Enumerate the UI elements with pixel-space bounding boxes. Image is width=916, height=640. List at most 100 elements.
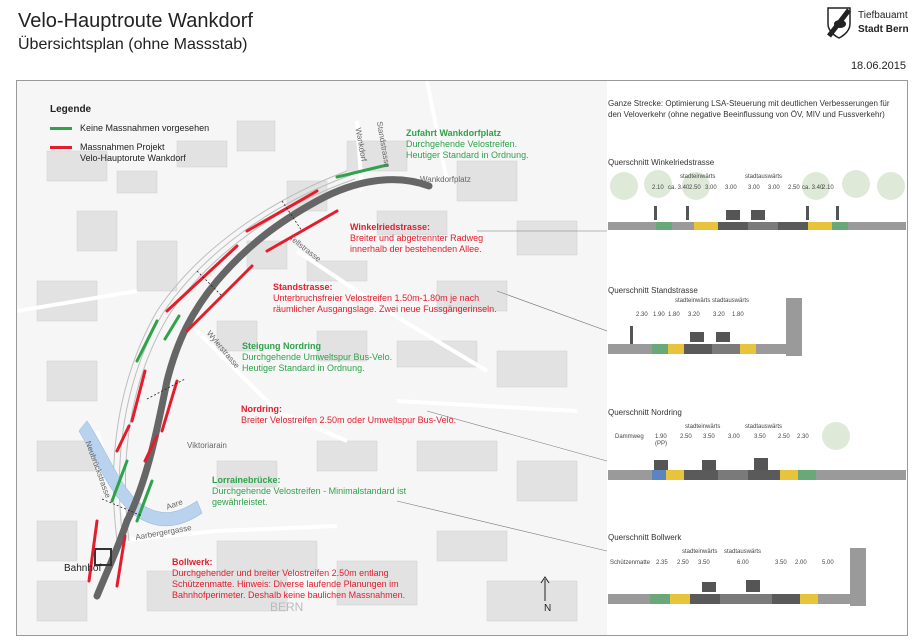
note-line: den Veloverkehr (ohne negative Beeinflus… [608, 110, 885, 119]
segment-zufahrt-wankdorfplatz: Zufahrt Wankdorfplatz Durchgehende Velos… [406, 128, 529, 161]
segment-lorrainebruecke: Lorrainebrücke: Durchgehende Velostreife… [212, 475, 406, 508]
cross-section-winkelriedstrasse [608, 170, 906, 230]
dim-label: 2.10 [822, 185, 834, 191]
dim-label: (PP) [655, 441, 667, 447]
legend-swatch-red [50, 146, 72, 149]
dim-label: 6.00 [737, 560, 749, 566]
legend-swatch-green [50, 127, 72, 130]
dim-label: 3.00 [705, 185, 717, 191]
dim-label: ca. 3.40 [802, 185, 824, 191]
dim-label: 2.10 [652, 185, 664, 191]
dir-label: stadteinwärts [680, 174, 716, 180]
cross-section-standstrasse [608, 298, 802, 356]
route-segment-red [115, 534, 127, 588]
bern-coat-of-arms-icon [827, 7, 851, 39]
segment-text: gewährleistet. [212, 497, 268, 507]
dim-label: 3.50 [703, 434, 715, 440]
segment-title: Winkelriedstrasse: [350, 222, 430, 232]
legend-item-green: Keine Massnahmen vorgesehen [50, 123, 240, 134]
cross-section-nordring [608, 422, 906, 480]
route-segment-green [335, 163, 389, 179]
segment-text: Bahnhofperimeter. Deshalb keine bauliche… [172, 590, 406, 600]
route-segment-red [245, 189, 319, 233]
dir-label: stadtauswärts [745, 174, 783, 180]
label-wankdorfplatz: Wankdorfplatz [420, 175, 471, 184]
route-segment-green [110, 459, 129, 503]
segment-text: Heutiger Standard in Ordnung. [406, 150, 529, 160]
dir-label: stadteinwärts [682, 549, 718, 555]
segment-text: Unterbruchsfreier Velostreifen 1.50m-1.8… [273, 293, 480, 303]
city-name: Stadt Bern [858, 24, 909, 35]
route-overlay [87, 163, 389, 588]
dim-label: 2.50 [680, 434, 692, 440]
segment-title: Zufahrt Wankdorfplatz [406, 128, 502, 138]
dim-label: 1.80 [732, 312, 744, 318]
route-segment-red [160, 379, 179, 433]
dim-label: 3.00 [768, 185, 780, 191]
note-line: Ganze Strecke: Optimierung LSA-Steuerung… [608, 99, 890, 108]
section-title-nordring: Querschnitt Nordring [608, 408, 682, 417]
segment-title: Bollwerk: [172, 557, 213, 567]
dir-label: stadtauswärts [745, 424, 783, 430]
segment-text: Durchgehende Umweltspur Bus-Velo. [242, 352, 393, 362]
segment-text: Durchgehender und breiter Velostreifen 2… [172, 568, 389, 578]
route-segment-green [163, 314, 181, 341]
dim-label: 3.00 [725, 185, 737, 191]
cross-section-bollwerk [608, 548, 866, 606]
label-viktoriarain: Viktoriarain [187, 441, 227, 450]
section-title-standstrasse: Querschnitt Standstrasse [608, 286, 698, 295]
route-segment-red [115, 424, 131, 453]
dim-label: 2.50 [778, 434, 790, 440]
dim-label: 2.30 [797, 434, 809, 440]
dim-label: 3.20 [688, 312, 700, 318]
route-segment-red [165, 244, 239, 313]
segment-winkelriedstrasse: Winkelriedstrasse: Breiter und abgetrenn… [350, 222, 483, 255]
segment-standstrasse: Standstrasse: Unterbruchsfreier Velostre… [273, 282, 497, 315]
segment-text: Schützenmatte. Hinweis: Diverse laufende… [172, 579, 399, 589]
dim-label: 2.00 [795, 560, 807, 566]
north-arrow-label: N [544, 603, 552, 614]
dir-label: stadtauswärts [712, 298, 750, 304]
segment-text: räumlicher Ausgangslage. Zwei neue Fussg… [273, 304, 497, 314]
dim-label: 3.00 [728, 434, 740, 440]
route-segment-red [143, 434, 159, 463]
dim-label: 1.90 [655, 434, 667, 440]
dir-label: stadteinwärts [675, 298, 711, 304]
label-bahnhof: Bahnhof [64, 563, 102, 574]
segment-title: Lorrainebrücke: [212, 475, 281, 485]
document-date: 18.06.2015 [850, 60, 906, 72]
dim-label: 2.35 [656, 560, 668, 566]
segment-steigung-nordring: Steigung Nordring Durchgehende Umweltspu… [242, 341, 392, 374]
dim-label: 3.50 [754, 434, 766, 440]
segment-text: Breiter und abgetrennter Radweg [350, 233, 484, 243]
route-segment-red [185, 264, 254, 333]
section-title-bollwerk: Querschnitt Bollwerk [608, 533, 682, 542]
legend-label-red-2: Velo-Hauptorute Wankdorf [80, 153, 186, 163]
plan-frame [16, 80, 908, 636]
general-note: Ganze Strecke: Optimierung LSA-Steuerung… [608, 98, 898, 120]
segment-text: Heutiger Standard in Ordnung. [242, 363, 365, 373]
dim-label: 3.20 [713, 312, 725, 318]
segment-bollwerk: Bollwerk: Durchgehender und breiter Velo… [172, 557, 405, 601]
segment-text: Durchgehende Velostreifen. [406, 139, 518, 149]
legend: Legende Keine Massnahmen vorgesehen Mass… [50, 104, 240, 164]
dim-label: 3.00 [748, 185, 760, 191]
legend-item-red: Massnahmen Projekt Velo-Hauptorute Wankd… [50, 142, 240, 164]
segment-text: Durchgehende Velostreifen - Minimalstand… [212, 486, 407, 496]
route-segment-green [135, 479, 154, 523]
route-segment-red [130, 369, 147, 423]
label-bern: BERN [270, 600, 304, 614]
page-title: Velo-Hauptroute Wankdorf [18, 10, 253, 32]
route-segment-red [87, 519, 99, 583]
dir-label: stadtauswärts [724, 549, 762, 555]
city-map [17, 81, 607, 635]
dim-label: 3.50 [698, 560, 710, 566]
dim-label: 2.50 [788, 185, 800, 191]
legend-label-red-1: Massnahmen Projekt [80, 142, 165, 152]
dim-label: 1.90 [653, 312, 665, 318]
segment-title: Standstrasse: [273, 282, 333, 292]
dir-label: stadteinwärts [685, 424, 721, 430]
dim-label: 2.30 [636, 312, 648, 318]
page-subtitle: Übersichtsplan (ohne Massstab) [18, 36, 248, 53]
dim-label: ca. 3.40 [668, 185, 690, 191]
